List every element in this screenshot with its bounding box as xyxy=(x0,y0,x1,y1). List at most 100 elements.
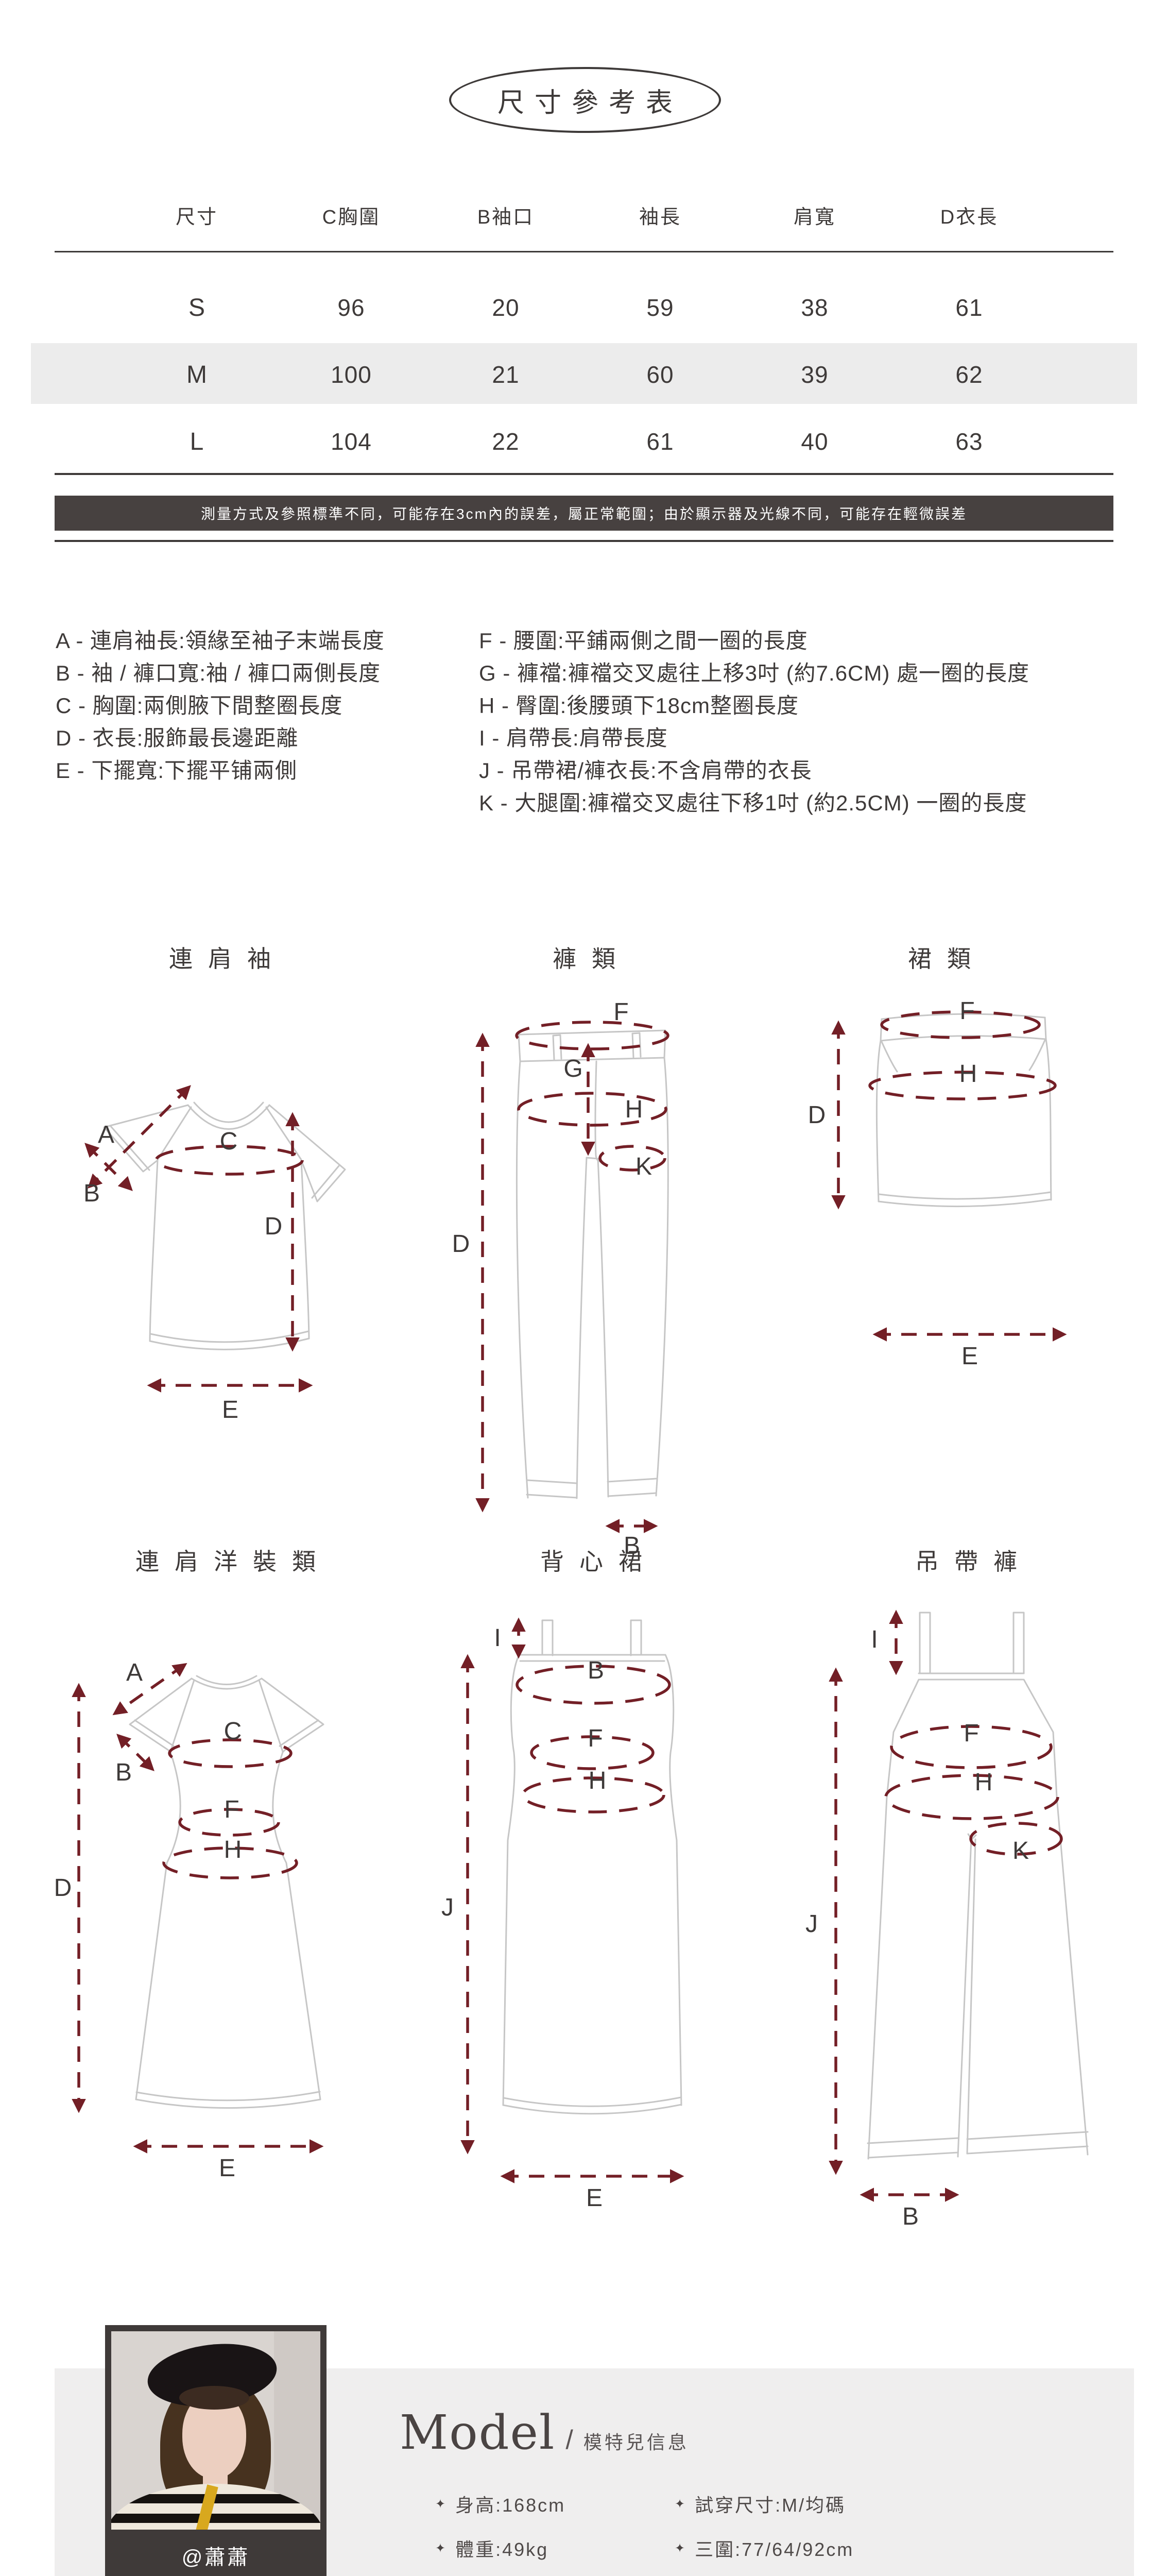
stat-text: 試穿尺寸:M/均碼 xyxy=(695,2495,846,2516)
measure-label-d: D xyxy=(54,1874,72,1902)
col-header-chest: C胸圍 xyxy=(322,206,381,228)
measure-label-c: C xyxy=(220,1128,238,1155)
measure-ellipse-h xyxy=(517,1092,667,1127)
col-header-cuff: B袖口 xyxy=(477,206,535,228)
measure-label-b: B xyxy=(902,2203,919,2230)
table-cell: 62 xyxy=(955,361,983,388)
sparkle-icon: ✦ xyxy=(675,2497,687,2511)
measure-line-b xyxy=(84,1143,133,1191)
table-cell: 104 xyxy=(331,428,372,455)
measure-label-e: E xyxy=(219,2155,235,2182)
measure-label-c: C xyxy=(224,1718,242,1745)
measure-line-a xyxy=(112,1663,187,1716)
sparkle-icon: ✦ xyxy=(435,2497,448,2511)
measure-label-b: B xyxy=(115,1759,132,1786)
model-heading: Model / 模特兒信息 xyxy=(400,2405,689,2460)
measure-ellipse-k xyxy=(598,1145,666,1172)
legend-item: G - 褲襠:褲襠交叉處往上移3吋 (約7.6CM) 處一圈的長度 xyxy=(479,661,1030,685)
measure-label-g: G xyxy=(563,1055,582,1082)
legend-item: K - 大腿圍:褲襠交叉處往下移1吋 (約2.5CM) 一圈的長度 xyxy=(479,791,1027,815)
diagram-title-dress: 連肩洋裝類 xyxy=(135,1548,331,1575)
garment-outline xyxy=(875,1013,1052,1208)
measure-ellipse-h xyxy=(521,1776,665,1814)
stat-text: 體重:49kg xyxy=(455,2539,549,2560)
measure-ellipse-f xyxy=(178,1808,280,1837)
garment-outline xyxy=(129,1675,324,2109)
measure-ellipse-k xyxy=(969,1822,1063,1856)
measure-label-f: F xyxy=(964,1720,978,1747)
model-heading-separator: / xyxy=(565,2425,573,2455)
measure-label-b: B xyxy=(83,1180,100,1207)
measure-label-d: D xyxy=(452,1230,470,1258)
table-cell: 39 xyxy=(801,361,829,388)
model-stats: ✦ 身高:168cm ✦ 試穿尺寸:M/均碼 ✦ 體重:49kg ✦ 三圍:77… xyxy=(435,2490,854,2562)
stat-weight: ✦ 體重:49kg xyxy=(435,2535,675,2562)
col-header-size: 尺寸 xyxy=(175,206,218,228)
measure-label-i: I xyxy=(494,1624,501,1652)
measure-line-b xyxy=(116,1734,154,1771)
table-row-size: M xyxy=(186,361,207,388)
banner-bottom-rule xyxy=(55,540,1113,542)
measure-ellipse-f xyxy=(880,1010,1041,1039)
measure-label-b: B xyxy=(624,1532,640,1560)
col-header-sleeve: 袖長 xyxy=(639,206,681,228)
legend-item: I - 肩帶長:肩帶長度 xyxy=(479,726,668,750)
measure-label-e: E xyxy=(222,1396,238,1423)
model-heading-text: Model xyxy=(400,2405,556,2460)
legend-right: F - 腰圍:平鋪兩側之間一圈的長度 G - 褲襠:褲襠交叉處往上移3吋 (約7… xyxy=(479,624,1029,819)
legend-item: E - 下擺寬:下擺平铺兩側 xyxy=(56,758,298,783)
measure-ellipse-f xyxy=(890,1725,1053,1769)
model-photo xyxy=(111,2331,320,2530)
garment-outline xyxy=(867,1612,1089,2160)
measure-label-h: H xyxy=(589,1767,607,1794)
measure-label-k: K xyxy=(1012,1837,1029,1865)
col-header-shoulder: 肩寬 xyxy=(793,206,836,228)
banner-top-rule xyxy=(55,473,1113,475)
legend-item: B - 袖 / 褲口寬:袖 / 褲口兩側長度 xyxy=(56,661,381,685)
model-heading-subtitle: 模特兒信息 xyxy=(583,2432,689,2453)
table-cell: 96 xyxy=(337,294,365,321)
measure-ellipse-c xyxy=(168,1738,293,1768)
legend-item: J - 吊帶裙/褲衣長:不含肩帶的衣長 xyxy=(479,758,812,783)
measure-label-f: F xyxy=(613,998,628,1026)
table-cell: 38 xyxy=(801,294,829,321)
legend-item: C - 胸圍:兩側腋下間整圈長度 xyxy=(56,693,343,718)
diagram-title-skirt: 裙類 xyxy=(908,945,986,972)
table-header-rule xyxy=(55,251,1113,252)
legend-item: A - 連肩袖長:領緣至袖子末端長度 xyxy=(56,629,385,653)
measure-label-j: J xyxy=(441,1894,454,1921)
table-cell: 61 xyxy=(646,428,674,455)
legend-item: H - 臀圍:後腰頭下18cm整圈長度 xyxy=(479,693,799,718)
measure-label-a: A xyxy=(126,1659,143,1686)
diagram-title-shirt: 連肩袖 xyxy=(169,945,286,972)
table-cell: 100 xyxy=(331,361,372,388)
page-title-oval: 尺寸參考表 xyxy=(449,67,721,133)
pants-diagram: F G H K D B xyxy=(452,998,669,1560)
page-title: 尺寸參考表 xyxy=(497,88,683,118)
vest-dress-diagram: I J B F H E xyxy=(441,1617,684,2212)
diagram-title-vest-dress: 背心裙 xyxy=(540,1548,658,1575)
sparkle-icon: ✦ xyxy=(435,2541,448,2555)
notice-banner: 測量方式及參照標準不同，可能存在3cm內的誤差，屬正常範圍；由於顯示器及光線不同… xyxy=(55,496,1113,531)
garment-outline xyxy=(516,1029,669,1499)
legend-item: F - 腰圍:平鋪兩側之間一圈的長度 xyxy=(479,629,808,653)
table-cell: 40 xyxy=(801,428,829,455)
stat-measurements: ✦ 三圍:77/64/92cm xyxy=(675,2535,854,2562)
measure-label-f: F xyxy=(588,1725,603,1752)
table-cell: 61 xyxy=(955,294,983,321)
measure-label-d: D xyxy=(265,1213,283,1240)
col-header-length: D衣長 xyxy=(940,206,999,228)
sparkle-icon: ✦ xyxy=(675,2541,687,2555)
measure-ellipse-f xyxy=(530,1735,655,1770)
measure-ellipse-h xyxy=(868,1071,1057,1100)
measure-ellipse-b xyxy=(516,1665,671,1705)
measure-label-f: F xyxy=(959,997,974,1025)
table-row-size: L xyxy=(190,428,204,455)
table-cell: 20 xyxy=(492,294,520,321)
measure-label-k: K xyxy=(635,1153,652,1180)
size-table-header: 尺寸 C胸圍 B袖口 袖長 肩寬 D衣長 xyxy=(119,197,1046,233)
measure-ellipse-h xyxy=(884,1774,1059,1820)
shirt-diagram: A B C D E xyxy=(83,1085,346,1423)
table-cell: 22 xyxy=(492,428,520,455)
measure-label-e: E xyxy=(961,1343,978,1370)
